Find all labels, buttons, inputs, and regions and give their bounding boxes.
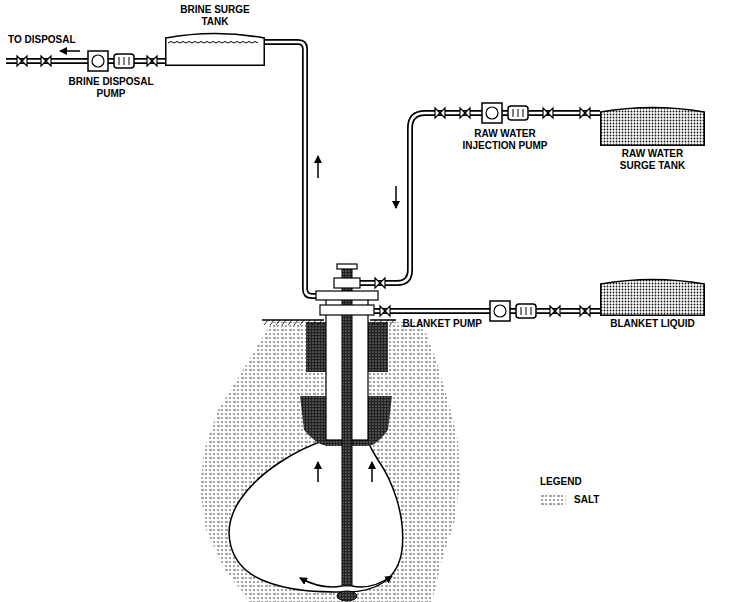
component-label: BLANKET LIQUID [594, 318, 712, 330]
label-holder: LEGEND [540, 476, 582, 488]
flow-arrow [60, 50, 80, 52]
label-holder: BLANKET LIQUID [594, 318, 712, 330]
storage-tank: BRINE SURGE TANK [165, 30, 265, 66]
valve-symbol [580, 306, 590, 316]
brine-flange [316, 291, 378, 300]
sump [337, 591, 357, 601]
flow-arrow [317, 462, 319, 482]
pipe-outer [6, 42, 486, 311]
legend-swatch [540, 494, 566, 506]
label-holder: RAW WATER INJECTION PUMP [453, 128, 557, 152]
valve-symbol [543, 108, 553, 118]
valve-symbol [17, 56, 27, 66]
brine-riser-pipe [265, 42, 318, 296]
component-label: RAW WATER INJECTION PUMP [453, 128, 557, 152]
valve-symbol [580, 108, 590, 118]
valve-symbol [435, 108, 445, 118]
label-holder: BRINE DISPOSAL PUMP [62, 76, 160, 100]
storage-tank: BLANKET LIQUID [600, 276, 705, 316]
valve-symbol [550, 306, 560, 316]
pump-impeller [486, 107, 498, 119]
tank-body [601, 108, 705, 146]
pump-symbol [84, 48, 138, 74]
component-label: BRINE SURGE TANK [169, 4, 261, 28]
legend-row: SALT [540, 494, 599, 506]
label-holder: RAW WATER SURGE TANK [607, 148, 699, 172]
tank-symbol [600, 276, 705, 316]
flow-arrow [317, 156, 319, 178]
flow-arrow [300, 578, 342, 587]
ground-hatch [264, 320, 394, 325]
pump: BLANKET PUMP [486, 298, 540, 324]
label-holder: TO DISPOSAL [8, 34, 76, 46]
tank-symbol [165, 30, 265, 66]
liquid-level [168, 42, 258, 44]
pipe-inner [6, 42, 486, 311]
legend-text: SALT [574, 494, 599, 506]
valve-symbol [147, 56, 157, 66]
pump-impeller [494, 305, 506, 317]
motor-fins [513, 109, 523, 117]
cavern [229, 440, 403, 592]
flow-arrow [371, 462, 373, 482]
pipe-outline [540, 308, 600, 314]
wellhead-cap [337, 264, 357, 269]
pump-symbol [486, 298, 540, 324]
pipe-connector [540, 311, 600, 312]
valve-symbol [380, 306, 390, 316]
raw-water-pipe [360, 113, 478, 283]
tank-symbol [600, 104, 705, 146]
component-label: BRINE DISPOSAL PUMP [62, 76, 160, 100]
pipe-bore [540, 310, 600, 313]
valve-symbol [41, 56, 51, 66]
tank-body [166, 34, 265, 66]
wellhead [316, 264, 378, 315]
tank-body [601, 280, 705, 316]
flow-arrow [395, 186, 397, 208]
flow-arrow [352, 576, 392, 587]
brine-riser-pipe [265, 42, 318, 296]
legend-sample [541, 495, 566, 506]
wellhead-tee [334, 278, 360, 288]
raw-water-pipe [360, 113, 478, 283]
motor-fins [521, 307, 531, 315]
valve-symbol [460, 108, 470, 118]
injection-tube [342, 268, 352, 586]
pump-motor [114, 54, 134, 68]
storage-tank: RAW WATER SURGE TANK [600, 104, 705, 146]
pump-motor [508, 106, 528, 120]
pump-casing [88, 51, 108, 71]
pump-casing [482, 103, 502, 123]
pump: RAW WATER INJECTION PUMP [478, 100, 532, 126]
pump-motor [516, 304, 536, 318]
pump: BRINE DISPOSAL PUMP [84, 48, 138, 74]
label-holder: BRINE SURGE TANK [169, 4, 261, 28]
flow-note: TO DISPOSAL [8, 34, 76, 46]
pump-casing [490, 301, 510, 321]
blanket-flange [320, 305, 374, 315]
component-label: BLANKET PUMP [403, 318, 482, 330]
valve-symbol [375, 278, 385, 288]
motor-fins [119, 57, 129, 65]
pump-symbol [478, 100, 532, 126]
legend-title: LEGEND [540, 476, 582, 488]
pump-impeller [92, 55, 104, 67]
label-holder: BLANKET PUMP [403, 318, 482, 330]
component-label: RAW WATER SURGE TANK [607, 148, 699, 172]
